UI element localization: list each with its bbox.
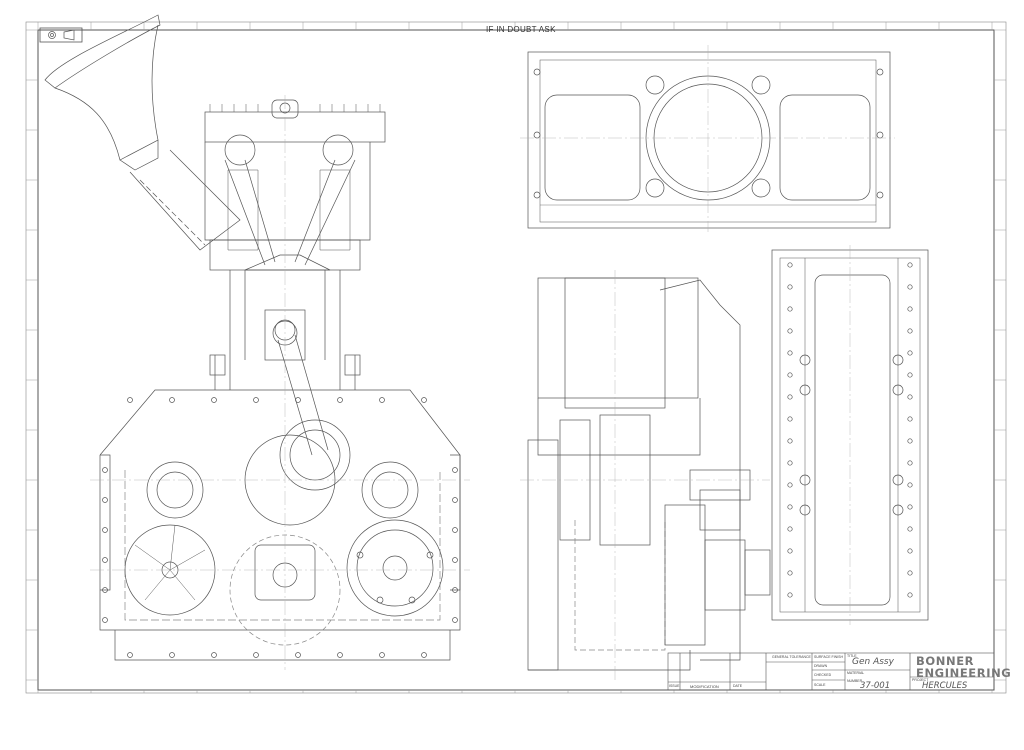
general-tolerance-label: GENERAL TOLERANCE	[772, 655, 811, 659]
number-value: 37-001	[860, 681, 891, 691]
company-logo-text: BONNER ENGINEERING	[916, 654, 1012, 680]
title-block-frame	[667, 652, 995, 691]
crankcase	[99, 389, 461, 661]
company-logo: BONNER ENGINEERING	[916, 654, 1012, 680]
material-label: MATERIAL	[847, 671, 865, 675]
modification-label: MODIFICATION	[690, 684, 719, 689]
connecting-rod	[272, 320, 351, 491]
scale-label: SCALE	[814, 683, 826, 687]
cylinder-head	[204, 99, 386, 271]
title-label: TITLE	[847, 654, 857, 658]
title-value: Gen Assy	[852, 657, 894, 667]
plan-view-sump	[771, 245, 929, 625]
checked-label: CHECKED	[814, 673, 832, 677]
crank-and-pumps	[124, 434, 444, 646]
date-label: DATE	[733, 684, 743, 688]
crankcase-bolts	[102, 397, 458, 658]
intake-trumpet	[44, 14, 241, 251]
issue-label: ISSUE	[669, 684, 680, 688]
number-label: NUMBER	[847, 679, 863, 683]
project-label: PROJECT	[912, 678, 929, 682]
projection-symbol-icon	[39, 27, 83, 43]
cylinder-block	[209, 239, 361, 390]
sheet-border	[25, 21, 1007, 694]
centre-lines	[90, 95, 470, 670]
top-view-cylinder-deck	[520, 45, 895, 232]
drawn-label: DRAWN	[814, 664, 828, 668]
if-in-doubt-note: IF IN DOUBT ASK	[486, 25, 556, 34]
surface-finish-label: SURFACE FINISH	[814, 655, 843, 659]
side-section-view	[520, 270, 771, 680]
engine-cross-section-view	[44, 14, 470, 670]
project-value: HERCULES	[922, 681, 968, 691]
